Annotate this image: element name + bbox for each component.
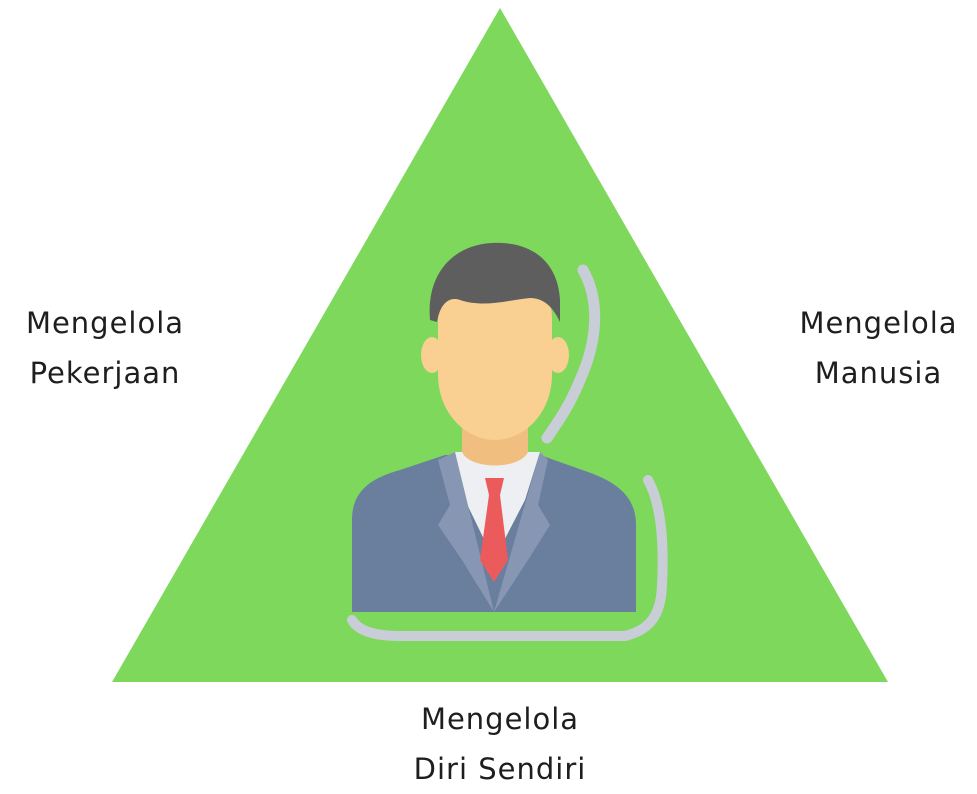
label-right-line1: Mengelola	[799, 306, 958, 340]
label-bottom-line1: Mengelola	[420, 702, 580, 736]
label-managing-self: Mengelola Diri Sendiri	[350, 694, 650, 794]
label-managing-people: Mengelola Manusia	[780, 298, 977, 398]
hair	[429, 242, 560, 322]
shadow-swoosh-lower	[347, 475, 668, 641]
tie-knot	[485, 478, 504, 495]
label-left-line2: Pekerjaan	[29, 356, 181, 390]
ear-right	[547, 337, 569, 373]
lapel-left	[438, 452, 494, 612]
lapel-right	[494, 452, 550, 612]
label-bottom-line2: Diri Sendiri	[413, 752, 587, 786]
label-managing-work: Mengelola Pekerjaan	[0, 298, 210, 398]
label-left-line1: Mengelola	[25, 306, 185, 340]
ear-left	[421, 337, 443, 373]
face	[438, 276, 552, 440]
label-right-line2: Manusia	[814, 356, 943, 390]
shadow-swoosh-upper	[541, 264, 601, 444]
businessman-icon	[347, 242, 668, 641]
tie	[480, 495, 508, 582]
